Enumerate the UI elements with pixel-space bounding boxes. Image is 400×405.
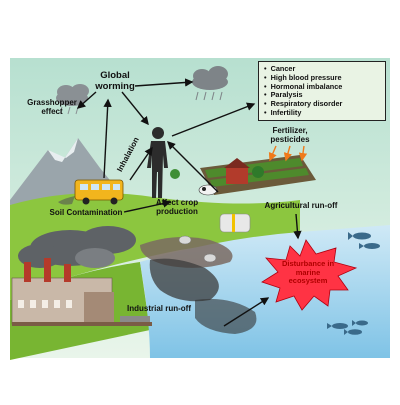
- label-disturbance-marine: Disturbance in marine ecosystem: [281, 259, 335, 285]
- cow: [198, 184, 218, 196]
- barn: [226, 168, 248, 184]
- label-soil-contamination: Soil Contamination: [49, 208, 123, 217]
- orange-arrows: [268, 145, 308, 162]
- label-global-warming: Global worming: [95, 70, 135, 92]
- waste-barrels: [178, 213, 251, 263]
- label-affect-crop-production: Affect crop production: [155, 198, 199, 216]
- label-fertilizer-pesticides: Fertilizer, pesticides: [270, 126, 310, 144]
- health-effect-item: High blood pressure: [264, 73, 380, 83]
- label-agricultural-runoff: Agricultural run-off: [264, 201, 338, 210]
- health-effect-item: Infertility: [264, 108, 380, 118]
- tree: [252, 166, 264, 178]
- oil-spill: [149, 258, 219, 302]
- cloud-icon: [192, 66, 228, 90]
- health-effect-item: Cancer: [264, 64, 380, 74]
- exhaust-smoke: [58, 196, 75, 205]
- disturbance-burst: [261, 239, 358, 311]
- health-effect-item: Hormonal imbalance: [264, 82, 380, 92]
- factory: [11, 258, 152, 326]
- health-effects-box: Cancer High blood pressure Hormonal imba…: [258, 61, 386, 121]
- health-effect-item: Respiratory disorder: [264, 99, 380, 109]
- label-industrial-runoff: Industrial run-off: [127, 304, 191, 313]
- health-effect-item: Paralysis: [264, 91, 380, 100]
- smoke-cloud: [18, 226, 136, 268]
- arrows: [76, 78, 302, 327]
- label-grasshopper-effect: Grasshopper effect: [27, 98, 77, 116]
- fish-icon: [327, 232, 380, 335]
